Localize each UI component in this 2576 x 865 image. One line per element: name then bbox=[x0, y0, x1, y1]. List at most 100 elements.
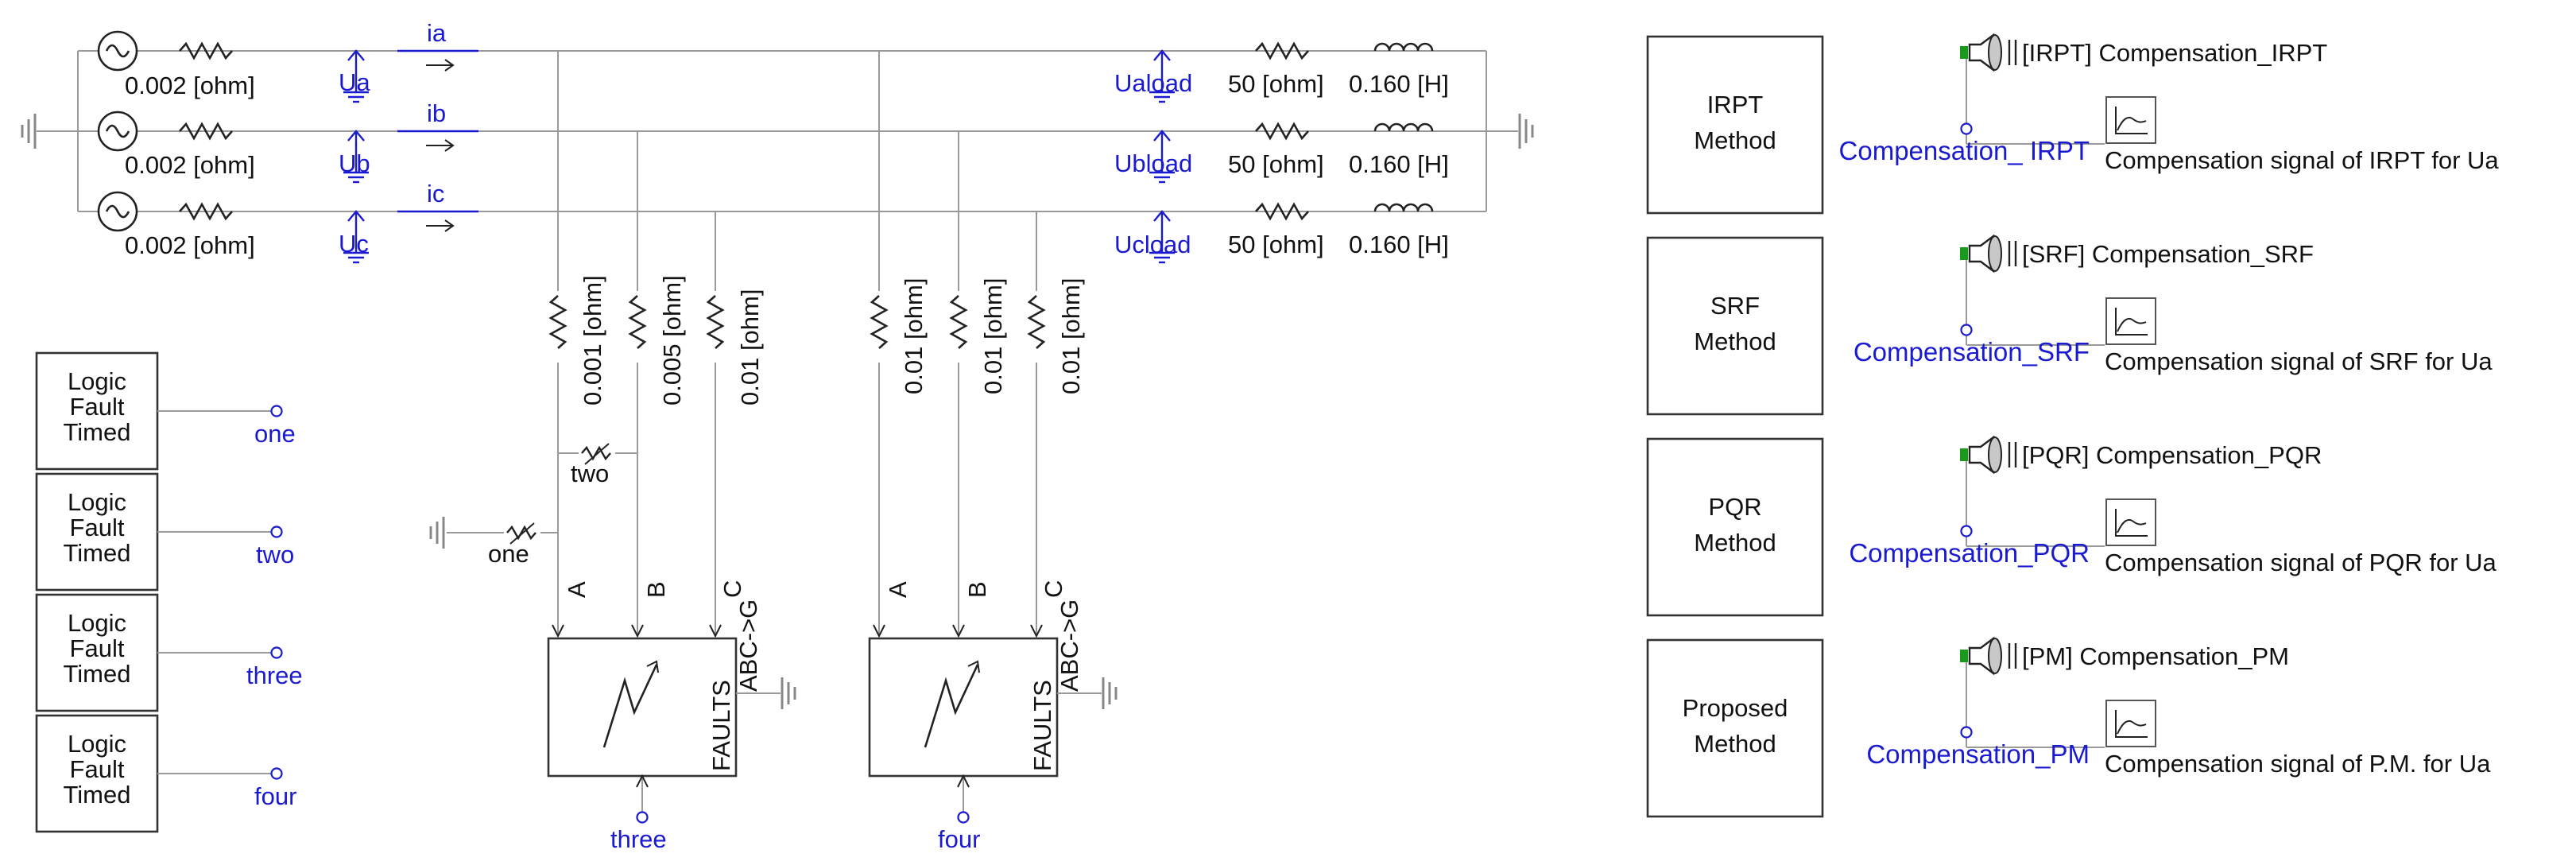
channel-marker-icon bbox=[1960, 650, 1968, 662]
fault2-resistance-c: 0.01 [ohm] bbox=[1057, 278, 1085, 394]
fault1-control-label: three bbox=[610, 825, 667, 853]
logic-block-label: Logic bbox=[68, 367, 126, 395]
method-block-label: SRF bbox=[1710, 292, 1760, 320]
method-block-label: PQR bbox=[1708, 493, 1761, 521]
channel-marker-icon bbox=[1960, 46, 1968, 59]
method-block[interactable] bbox=[1646, 35, 1824, 215]
source-resistance-b: 0.002 [ohm] bbox=[125, 151, 255, 179]
fault-lightning-icon bbox=[602, 664, 658, 748]
fault2-faults-label: FAULTS bbox=[1028, 680, 1056, 771]
current-label-ib: ib bbox=[427, 99, 446, 127]
output-pin-icon[interactable] bbox=[270, 405, 283, 417]
graph-icon[interactable] bbox=[2105, 700, 2156, 747]
load-section: Uaload Ubload Ucload 50 [ohm] 50 [ohm] 5… bbox=[1114, 42, 1534, 264]
ac-source-icon[interactable] bbox=[97, 30, 138, 72]
fault1-faults-label: FAULTS bbox=[707, 680, 735, 771]
control-pin-icon[interactable] bbox=[636, 811, 649, 824]
logic-block-label: Timed bbox=[64, 660, 131, 688]
signal-pin-icon[interactable] bbox=[1960, 726, 1973, 739]
breaker-two-label: two bbox=[571, 460, 609, 487]
load-inductance-b: 0.160 [H] bbox=[1349, 150, 1449, 178]
logic-block-label: Timed bbox=[64, 418, 131, 446]
fault2-pin-a: A bbox=[884, 581, 912, 598]
logic-block-label: Fault bbox=[70, 755, 125, 783]
plot-title: Compensation signal of PQR for Ua bbox=[2105, 549, 2497, 576]
voltmeter-label-uc: Uc bbox=[339, 230, 369, 258]
output-pin-icon[interactable] bbox=[270, 646, 283, 659]
fault-branch-2: 0.01 [ohm] 0.01 [ohm] 0.01 [ohm] A B C F… bbox=[868, 51, 1118, 853]
ac-source-icon[interactable] bbox=[97, 111, 138, 152]
signal-label: Compensation_SRF bbox=[1854, 337, 2090, 367]
logic-output-two: two bbox=[256, 541, 294, 568]
logic-block-label: Logic bbox=[68, 730, 126, 758]
output-pin-icon[interactable] bbox=[270, 767, 283, 780]
ammeter-icon[interactable] bbox=[396, 130, 480, 153]
inductor-icon[interactable] bbox=[1373, 122, 1434, 133]
logic-block-2[interactable]: Logic Fault Timed bbox=[35, 472, 159, 592]
load-resistance-a: 50 [ohm] bbox=[1228, 70, 1324, 98]
current-label-ia: ia bbox=[427, 19, 447, 47]
fault-block[interactable] bbox=[868, 637, 1059, 778]
control-pin-icon[interactable] bbox=[957, 811, 970, 824]
logic-block-3[interactable]: Logic Fault Timed bbox=[35, 593, 159, 712]
fault1-resistance-a: 0.001 [ohm] bbox=[579, 275, 606, 405]
method-block-label: Method bbox=[1694, 730, 1776, 758]
voltmeter-label-ub: Ub bbox=[339, 149, 370, 177]
load-inductance-a: 0.160 [H] bbox=[1349, 70, 1449, 98]
fault2-pin-b: B bbox=[963, 581, 991, 598]
ammeter-icon[interactable] bbox=[396, 210, 480, 233]
method-block[interactable] bbox=[1646, 437, 1824, 617]
fault-block[interactable] bbox=[547, 637, 738, 778]
logic-block-4[interactable]: Logic Fault Timed bbox=[35, 714, 159, 833]
ammeter-icon[interactable] bbox=[396, 49, 480, 72]
fault2-control-label: four bbox=[938, 825, 980, 853]
inductor-icon[interactable] bbox=[1373, 42, 1434, 52]
method-block-label: Method bbox=[1694, 126, 1776, 154]
signal-pin-icon[interactable] bbox=[1960, 324, 1973, 336]
channel-marker-icon bbox=[1960, 247, 1968, 260]
logic-block-label: Fault bbox=[70, 393, 125, 421]
load-voltmeter-label-a: Uaload bbox=[1114, 69, 1192, 97]
fault1-pin-c: C bbox=[719, 580, 746, 598]
signal-label: Compensation_ IRPT bbox=[1839, 136, 2090, 165]
load-voltmeter-label-b: Ubload bbox=[1114, 149, 1192, 177]
method-block[interactable] bbox=[1646, 638, 1824, 818]
method-block[interactable] bbox=[1646, 236, 1824, 416]
logic-output-three: three bbox=[246, 661, 303, 689]
fault1-abc-label: ABC->G bbox=[734, 599, 762, 692]
load-resistance-c: 50 [ohm] bbox=[1228, 231, 1324, 258]
graph-icon[interactable] bbox=[2105, 297, 2156, 345]
load-voltmeter-label-c: Ucload bbox=[1114, 231, 1191, 258]
graph-icon[interactable] bbox=[2105, 96, 2156, 144]
plot-title: Compensation signal of IRPT for Ua bbox=[2105, 146, 2499, 174]
channel-label: [SRF] Compensation_SRF bbox=[2022, 240, 2314, 268]
logic-block-1[interactable]: Logic Fault Timed bbox=[35, 351, 159, 471]
logic-block-label: Fault bbox=[70, 514, 125, 541]
inductor-icon[interactable] bbox=[1373, 203, 1434, 213]
signal-pin-icon[interactable] bbox=[1960, 122, 1973, 135]
source-resistance-a: 0.002 [ohm] bbox=[125, 72, 255, 99]
logic-block-label: Logic bbox=[68, 609, 126, 637]
fault2-resistance-b: 0.01 [ohm] bbox=[979, 278, 1007, 394]
logic-block-label: Timed bbox=[64, 539, 131, 567]
fault1-resistance-c: 0.01 [ohm] bbox=[736, 289, 764, 405]
fault-lightning-icon bbox=[924, 664, 979, 748]
method-block-label: Method bbox=[1694, 529, 1776, 557]
channel-label: [IRPT] Compensation_IRPT bbox=[2022, 39, 2327, 67]
breaker-one-label: one bbox=[488, 540, 529, 568]
load-resistance-b: 50 [ohm] bbox=[1228, 150, 1324, 178]
fault1-resistance-b: 0.005 [ohm] bbox=[658, 275, 686, 405]
channel-label: [PQR] Compensation_PQR bbox=[2022, 441, 2322, 469]
graph-icon[interactable] bbox=[2105, 498, 2156, 546]
ac-source-icon[interactable] bbox=[97, 191, 138, 232]
signal-pin-icon[interactable] bbox=[1960, 525, 1973, 537]
channel-marker-icon bbox=[1960, 448, 1968, 461]
load-inductance-c: 0.160 [H] bbox=[1349, 231, 1449, 258]
output-pin-icon[interactable] bbox=[270, 526, 283, 538]
logic-output-one: one bbox=[254, 420, 296, 448]
logic-block-label: Logic bbox=[68, 488, 126, 516]
plot-title: Compensation signal of P.M. for Ua bbox=[2105, 750, 2491, 778]
